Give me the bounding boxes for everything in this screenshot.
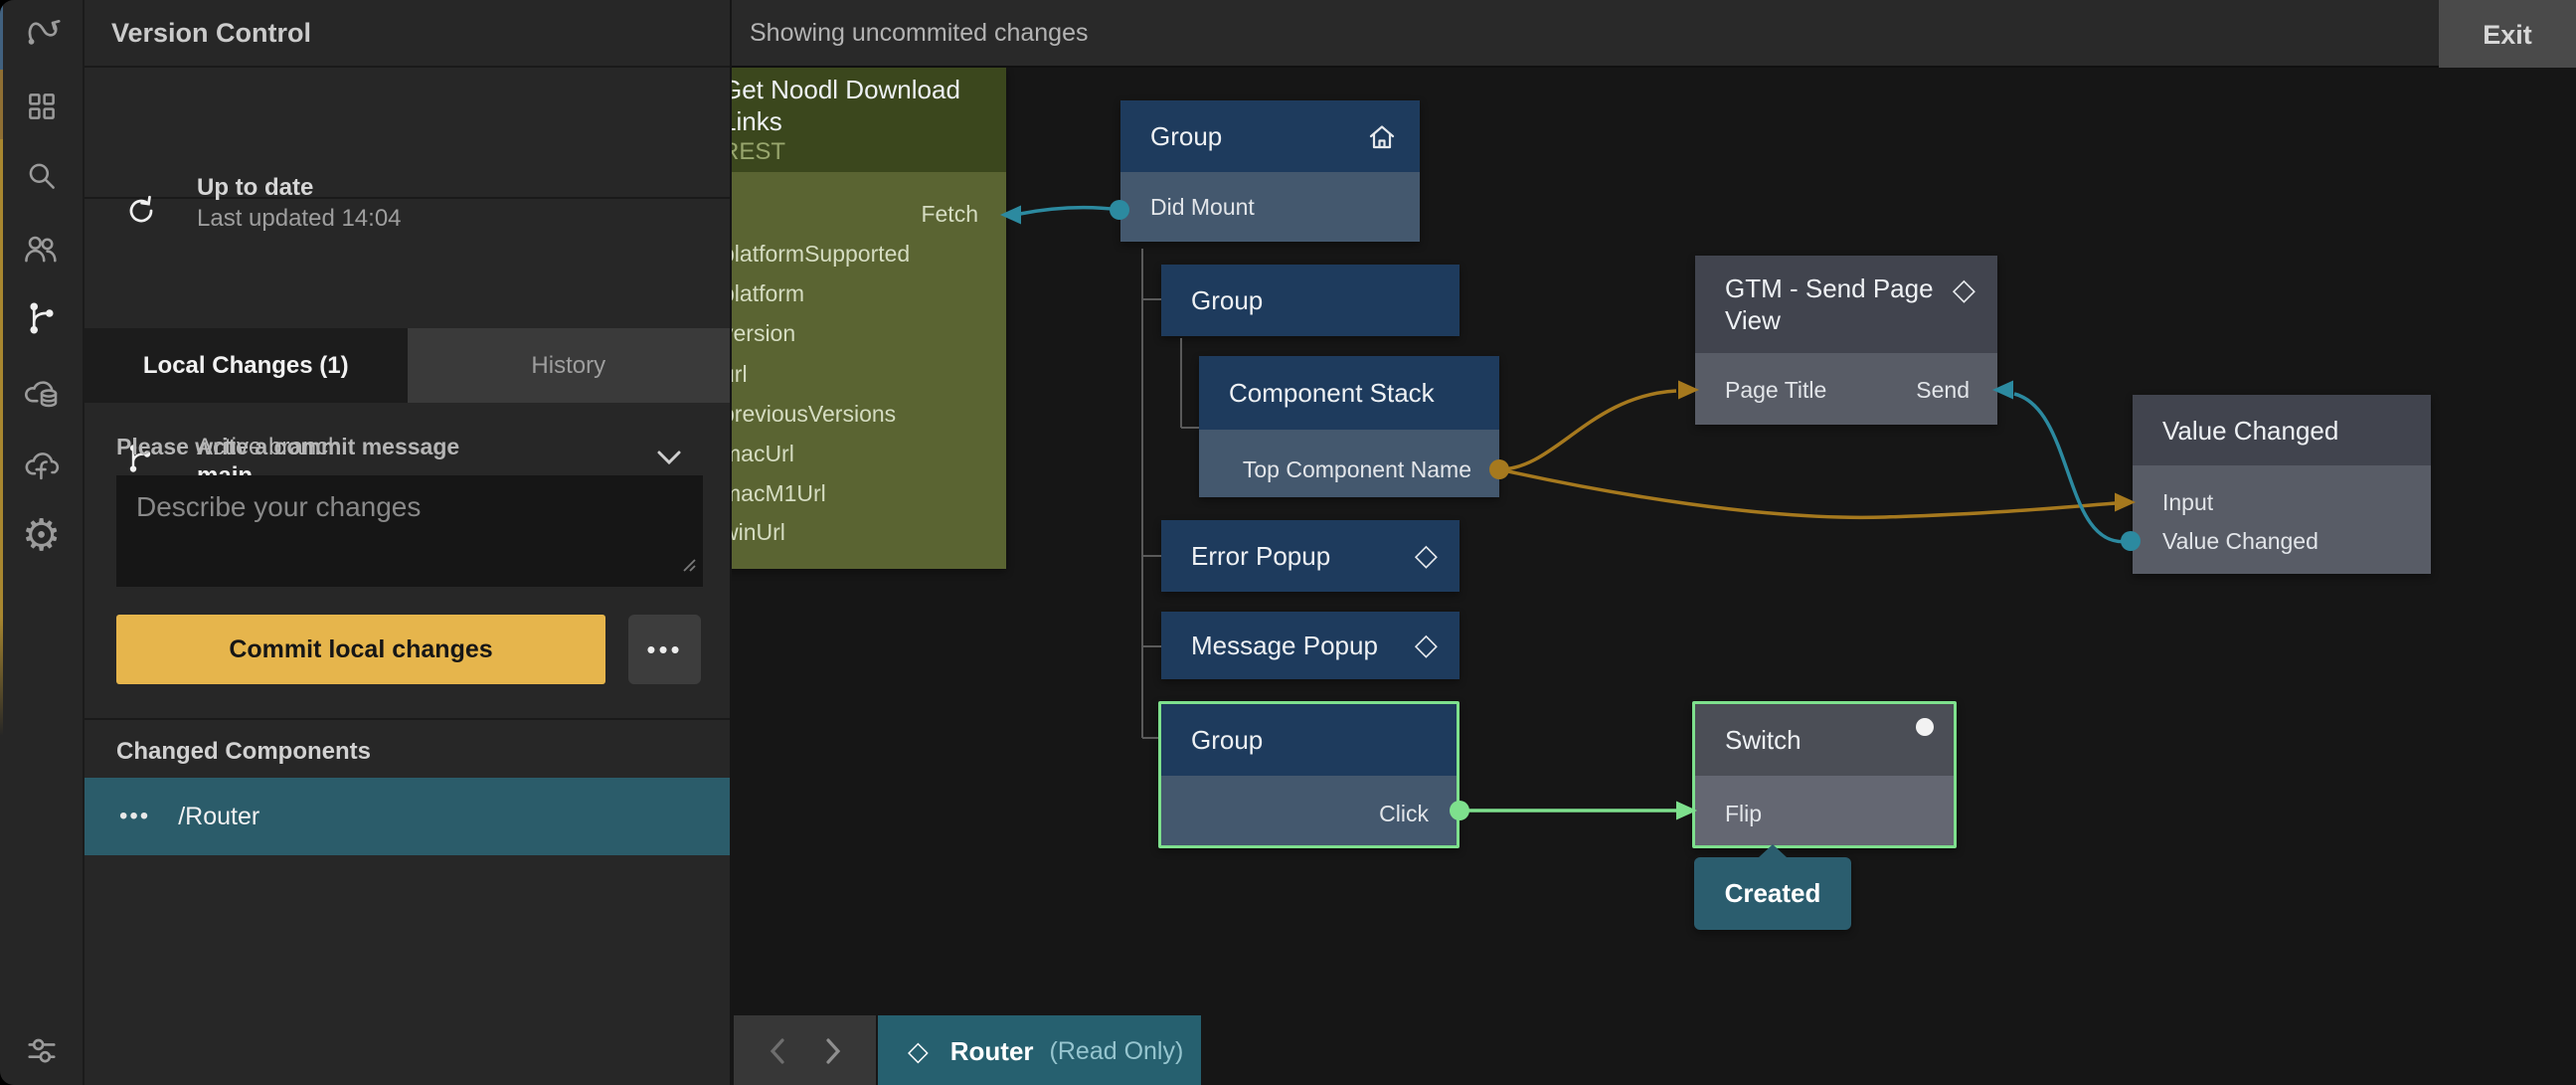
node-title: Error Popup xyxy=(1191,541,1331,571)
port-top-component-name[interactable]: Top Component Name xyxy=(1242,456,1471,482)
panel-title: Version Control xyxy=(111,17,312,48)
port-winurl[interactable]: winUrl xyxy=(732,519,785,545)
section-divider xyxy=(85,718,730,720)
port-macm1url[interactable]: macM1Url xyxy=(732,480,826,506)
router-component-tab[interactable]: ◇ Router (Read Only) xyxy=(878,1015,1201,1085)
node-title: Group xyxy=(1191,285,1264,315)
settings-gear-icon[interactable]: ⚙ xyxy=(21,510,62,561)
node-title: Group xyxy=(1150,121,1223,151)
node-title: GTM - Send Page xyxy=(1725,273,1934,303)
left-icon-rail: ⚙ xyxy=(0,0,85,1085)
node-title: View xyxy=(1725,305,1781,335)
tooltip-label: Created xyxy=(1724,878,1821,908)
panel-tabs: Local Changes (1) History xyxy=(85,328,730,403)
port-platform[interactable]: platform xyxy=(732,280,805,306)
node-title: Get Noodl Download xyxy=(732,74,960,104)
node-error-popup[interactable]: Error Popup ◇ xyxy=(1161,520,1460,592)
git-branch-icon[interactable] xyxy=(0,290,83,346)
window-edge-accent xyxy=(0,0,3,756)
collaborators-icon[interactable] xyxy=(0,222,83,277)
node-subtitle: REST xyxy=(732,137,786,165)
node-group-2[interactable]: Group xyxy=(1161,265,1460,336)
version-control-panel: Version Control Up to date Last updated … xyxy=(85,0,730,1085)
item-menu-dots-icon[interactable]: ••• xyxy=(119,803,151,829)
port-flip[interactable]: Flip xyxy=(1725,801,1763,826)
port-platformsupported[interactable]: platformSupported xyxy=(732,241,911,267)
tooltip-arrow xyxy=(1759,844,1787,857)
navigation-box xyxy=(734,1015,876,1085)
port-previousversions[interactable]: previousVersions xyxy=(732,401,897,427)
preferences-sliders-icon[interactable] xyxy=(0,1022,83,1078)
dot-icon xyxy=(1916,718,1934,736)
components-icon[interactable] xyxy=(0,79,83,134)
canvas-top-bar: Showing uncommited changes Exit xyxy=(732,0,2576,70)
version-control-icon[interactable] xyxy=(0,5,83,61)
port-value-changed[interactable]: Value Changed xyxy=(2162,528,2318,554)
port-page-title[interactable]: Page Title xyxy=(1725,377,1827,403)
port-input[interactable]: Input xyxy=(2162,489,2214,515)
cloud-functions-icon[interactable] xyxy=(0,438,83,493)
sync-status-text: Up to date xyxy=(197,174,314,201)
branch-icon xyxy=(122,441,158,481)
port-macurl[interactable]: macUrl xyxy=(732,441,794,466)
changed-components-heading: Changed Components xyxy=(116,738,371,765)
node-graph-canvas[interactable]: Get Noodl DownloadLinksREST Fetch platform… xyxy=(732,68,2576,1085)
port-did-mount[interactable]: Did Mount xyxy=(1150,194,1255,220)
sync-last-updated: Last updated 14:04 xyxy=(197,205,402,232)
node-title: Message Popup xyxy=(1191,631,1378,660)
node-layer: Get Noodl DownloadLinksREST Fetch platform… xyxy=(732,68,2576,1085)
cloud-data-icon[interactable] xyxy=(0,365,83,421)
router-tab-label: Router xyxy=(949,1035,1034,1066)
diamond-icon: ◇ xyxy=(1952,272,1975,307)
port-version[interactable]: version xyxy=(732,320,796,346)
textarea-resize-grip[interactable] xyxy=(681,557,697,578)
exit-button[interactable]: Exit xyxy=(2439,0,2576,70)
search-icon[interactable] xyxy=(0,149,83,205)
commit-message-prompt: Please write a commit message xyxy=(116,434,460,459)
port-click[interactable]: Click xyxy=(1379,801,1429,826)
panel-header: Version Control xyxy=(85,0,730,68)
node-message-popup[interactable]: Message Popup ◇ xyxy=(1161,612,1460,679)
sync-status-row: Up to date Last updated 14:04 xyxy=(85,68,730,232)
active-branch-label: Active branch xyxy=(197,434,342,460)
diamond-icon: ◇ xyxy=(1414,628,1438,662)
node-title: Switch xyxy=(1725,725,1802,755)
tab-history[interactable]: History xyxy=(407,328,730,403)
commit-local-changes-button[interactable]: Commit local changes xyxy=(116,615,605,684)
chevron-down-icon[interactable] xyxy=(656,450,682,470)
node-rest-get-noodl-download-links[interactable]: Get Noodl DownloadLinksREST Fetch platform… xyxy=(732,68,1006,569)
changed-component-item-router[interactable]: ••• /Router xyxy=(85,778,730,855)
home-icon xyxy=(1366,121,1398,158)
item-label: /Router xyxy=(178,802,260,830)
active-branch-row[interactable]: Active branch main xyxy=(85,199,730,489)
port-url[interactable]: url xyxy=(732,361,748,387)
diamond-icon: ◇ xyxy=(1414,538,1438,573)
back-chevron-icon[interactable] xyxy=(767,1036,788,1066)
forward-chevron-icon[interactable] xyxy=(822,1036,844,1066)
router-tab-readonly: (Read Only) xyxy=(1049,1036,1184,1065)
node-title: Group xyxy=(1191,725,1264,755)
port-fetch[interactable]: Fetch xyxy=(921,201,978,227)
uncommitted-changes-status: Showing uncommited changes xyxy=(750,18,1089,47)
tab-local-changes[interactable]: Local Changes (1) xyxy=(85,328,408,403)
created-tooltip: Created xyxy=(1694,844,1851,930)
refresh-icon[interactable] xyxy=(122,192,160,235)
port-send[interactable]: Send xyxy=(1916,377,1970,403)
commit-message-input[interactable] xyxy=(116,475,703,587)
node-title: Value Changed xyxy=(2162,415,2339,446)
component-diamond-icon: ◇ xyxy=(908,1035,929,1067)
commit-more-options-button[interactable]: ••• xyxy=(628,615,701,684)
node-title: Links xyxy=(732,105,782,136)
node-title: Component Stack xyxy=(1229,378,1435,408)
